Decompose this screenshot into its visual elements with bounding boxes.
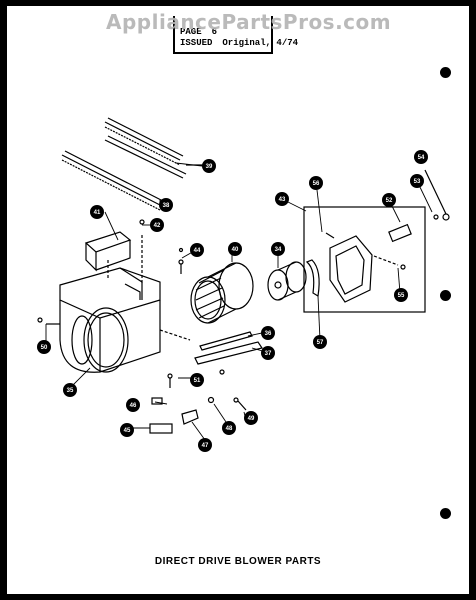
svg-text:53: 53 — [414, 179, 421, 185]
svg-text:49: 49 — [248, 416, 255, 422]
callout-53: 53 — [410, 174, 424, 188]
svg-text:40: 40 — [232, 247, 239, 253]
blower-wheel — [190, 262, 254, 324]
svg-text:43: 43 — [279, 197, 286, 203]
slide-rail-middle — [104, 135, 187, 179]
control-box-outline — [303, 206, 426, 313]
callout-48: 48 — [222, 421, 236, 435]
svg-text:55: 55 — [398, 293, 405, 299]
small-part-47 — [181, 409, 199, 425]
callout-50: 50 — [37, 340, 51, 354]
screw-44 — [178, 247, 184, 253]
svg-text:46: 46 — [130, 403, 137, 409]
screw-54 — [424, 169, 450, 221]
svg-text:47: 47 — [202, 443, 209, 449]
svg-text:36: 36 — [265, 331, 272, 337]
callout-56: 56 — [309, 176, 323, 190]
svg-text:57: 57 — [317, 340, 324, 346]
callout-47: 47 — [198, 438, 212, 452]
callout-41: 41 — [90, 205, 104, 219]
binder-hole-middle — [440, 290, 451, 301]
callout-42: 42 — [150, 218, 164, 232]
callout-43: 43 — [275, 192, 289, 206]
svg-text:45: 45 — [124, 428, 131, 434]
svg-text:54: 54 — [418, 155, 425, 161]
motor-support-strap — [194, 331, 263, 365]
capacitor — [388, 223, 412, 243]
screw-50 — [37, 317, 43, 323]
callout-44: 44 — [190, 243, 204, 257]
callout-46: 46 — [126, 398, 140, 412]
svg-text:34: 34 — [275, 247, 282, 253]
callout-52: 52 — [382, 193, 396, 207]
callout-40: 40 — [228, 242, 242, 256]
svg-text:56: 56 — [313, 181, 320, 187]
slide-rail-upper — [104, 117, 184, 166]
callout-39: 39 — [202, 159, 216, 173]
svg-text:35: 35 — [67, 388, 74, 394]
callout-49: 49 — [244, 411, 258, 425]
watermark-logo: AppliancePartsPros.com — [106, 10, 392, 34]
svg-text:39: 39 — [206, 164, 213, 170]
motor-mount-plate — [329, 235, 373, 303]
callout-38: 38 — [159, 198, 173, 212]
svg-text:37: 37 — [265, 351, 272, 357]
callout-bubbles: 39 38 41 42 43 56 52 53 54 44 40 34 55 3… — [37, 150, 428, 452]
svg-text:51: 51 — [194, 378, 201, 384]
svg-text:50: 50 — [41, 345, 48, 351]
small-fastener-51 — [167, 369, 225, 388]
callout-51: 51 — [190, 373, 204, 387]
blower-housing — [59, 267, 161, 373]
callout-55: 55 — [394, 288, 408, 302]
callout-37: 37 — [261, 346, 275, 360]
svg-text:44: 44 — [194, 248, 201, 254]
callout-45: 45 — [120, 423, 134, 437]
svg-text:48: 48 — [226, 426, 233, 432]
callout-54: 54 — [414, 150, 428, 164]
svg-text:52: 52 — [386, 198, 393, 204]
svg-text:41: 41 — [94, 210, 101, 216]
blower-motor — [267, 261, 307, 301]
callout-57: 57 — [313, 335, 327, 349]
binder-hole-top — [440, 67, 451, 78]
slide-rail-lower — [61, 150, 164, 211]
diagram-caption: DIRECT DRIVE BLOWER PARTS — [154, 556, 322, 567]
binder-hole-bottom — [440, 508, 451, 519]
small-part-49 — [233, 397, 247, 411]
mounting-bracket — [84, 231, 132, 272]
small-part-48 — [207, 396, 215, 404]
callout-35: 35 — [63, 383, 77, 397]
callout-36: 36 — [261, 326, 275, 340]
small-part-46 — [151, 397, 163, 405]
svg-text:38: 38 — [163, 203, 170, 209]
callout-34: 34 — [271, 242, 285, 256]
svg-text:42: 42 — [154, 223, 161, 229]
small-part-45 — [149, 423, 173, 434]
scroll-cover — [305, 259, 320, 297]
